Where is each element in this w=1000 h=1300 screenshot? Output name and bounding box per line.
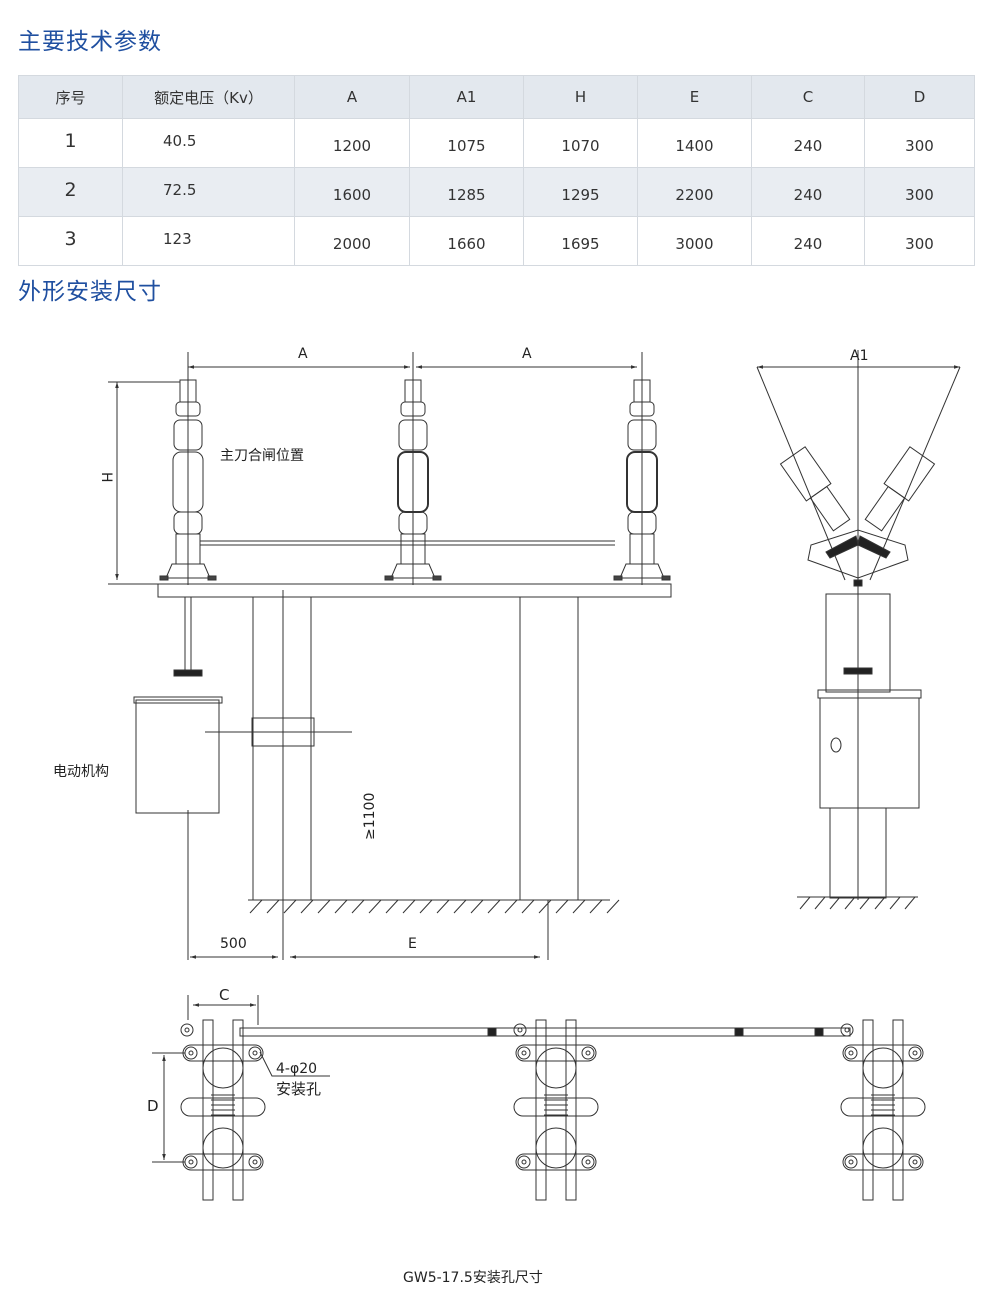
side-view [756,350,961,900]
dim-500: 500 [220,936,247,952]
table-cell: 40.5 [122,118,295,168]
mounting-hole [513,1023,527,1037]
dim-a-right: A [522,346,532,362]
mounting-base-plan [840,1019,926,1201]
insulator-column [159,352,217,585]
mounting-hole [184,1046,198,1060]
mounting-hole [184,1155,198,1169]
table-header-row: 序号 额定电压（Kv） A A1 H E C D [18,75,975,119]
rod-coupling [734,1027,744,1037]
header-a: A [294,75,410,119]
section-title-params: 主要技术参数 [18,29,162,55]
motor-mechanism-label: 电动机构 [53,764,109,780]
mounting-hole [581,1155,595,1169]
dim-d: D [147,1097,159,1115]
header-index: 序号 [18,75,123,119]
table-cell: 1075 [409,118,524,168]
mounting-hole [840,1023,854,1037]
mounting-hole [517,1046,531,1060]
dim-c: C [219,986,229,1004]
table-cell: 2 [18,167,123,217]
table-cell: 300 [864,216,975,266]
mounting-hole [581,1046,595,1060]
insulator-column [613,352,671,585]
mounting-hole [248,1155,262,1169]
drawing-caption: GW5-17.5安装孔尺寸 [403,1270,543,1286]
mounting-hole [248,1046,262,1060]
table-cell: 1660 [409,216,524,266]
header-h: H [523,75,638,119]
main-blade-label: 主刀合闸位置 [220,448,304,464]
table-cell: 300 [864,118,975,168]
table-cell: 2000 [294,216,410,266]
connecting-rod [239,1027,851,1037]
table-cell: 240 [751,167,865,217]
height-min-label: ≥1100 [362,793,378,840]
table-cell: 1070 [523,118,638,168]
rod-coupling [487,1027,497,1037]
header-d: D [864,75,975,119]
dim-a1: A1 [850,348,868,364]
section-title-outline: 外形安装尺寸 [18,279,162,305]
rod-coupling [814,1027,824,1037]
mounting-base-plan [513,1019,599,1201]
table-cell: 3000 [637,216,752,266]
mounting-hole [844,1046,858,1060]
mounting-hole [180,1023,194,1037]
mounting-hole [908,1155,922,1169]
insulators [159,352,671,585]
table-cell: 1400 [637,118,752,168]
hole-spec: 4-φ20 [276,1061,317,1077]
ground-hatching [249,896,916,914]
table-cell: 300 [864,167,975,217]
table-cell: 3 [18,216,123,266]
dim-e: E [408,936,417,952]
hole-label: 安装孔 [276,1080,321,1098]
dim-h: H [98,472,114,483]
header-a1: A1 [409,75,524,119]
mounting-hole [844,1155,858,1169]
dimension-lines [108,365,960,1163]
table-cell: 123 [122,216,295,266]
plan-view [180,1019,926,1201]
mounting-hole [517,1155,531,1169]
table-cell: 240 [751,216,865,266]
dim-a-left: A [298,346,308,362]
base-frame [133,540,672,901]
insulator-column [384,352,442,585]
mounting-hole [908,1046,922,1060]
table-cell: 1600 [294,167,410,217]
table-cell: 72.5 [122,167,295,217]
header-e: E [637,75,752,119]
mounting-base-plan [180,1019,266,1201]
